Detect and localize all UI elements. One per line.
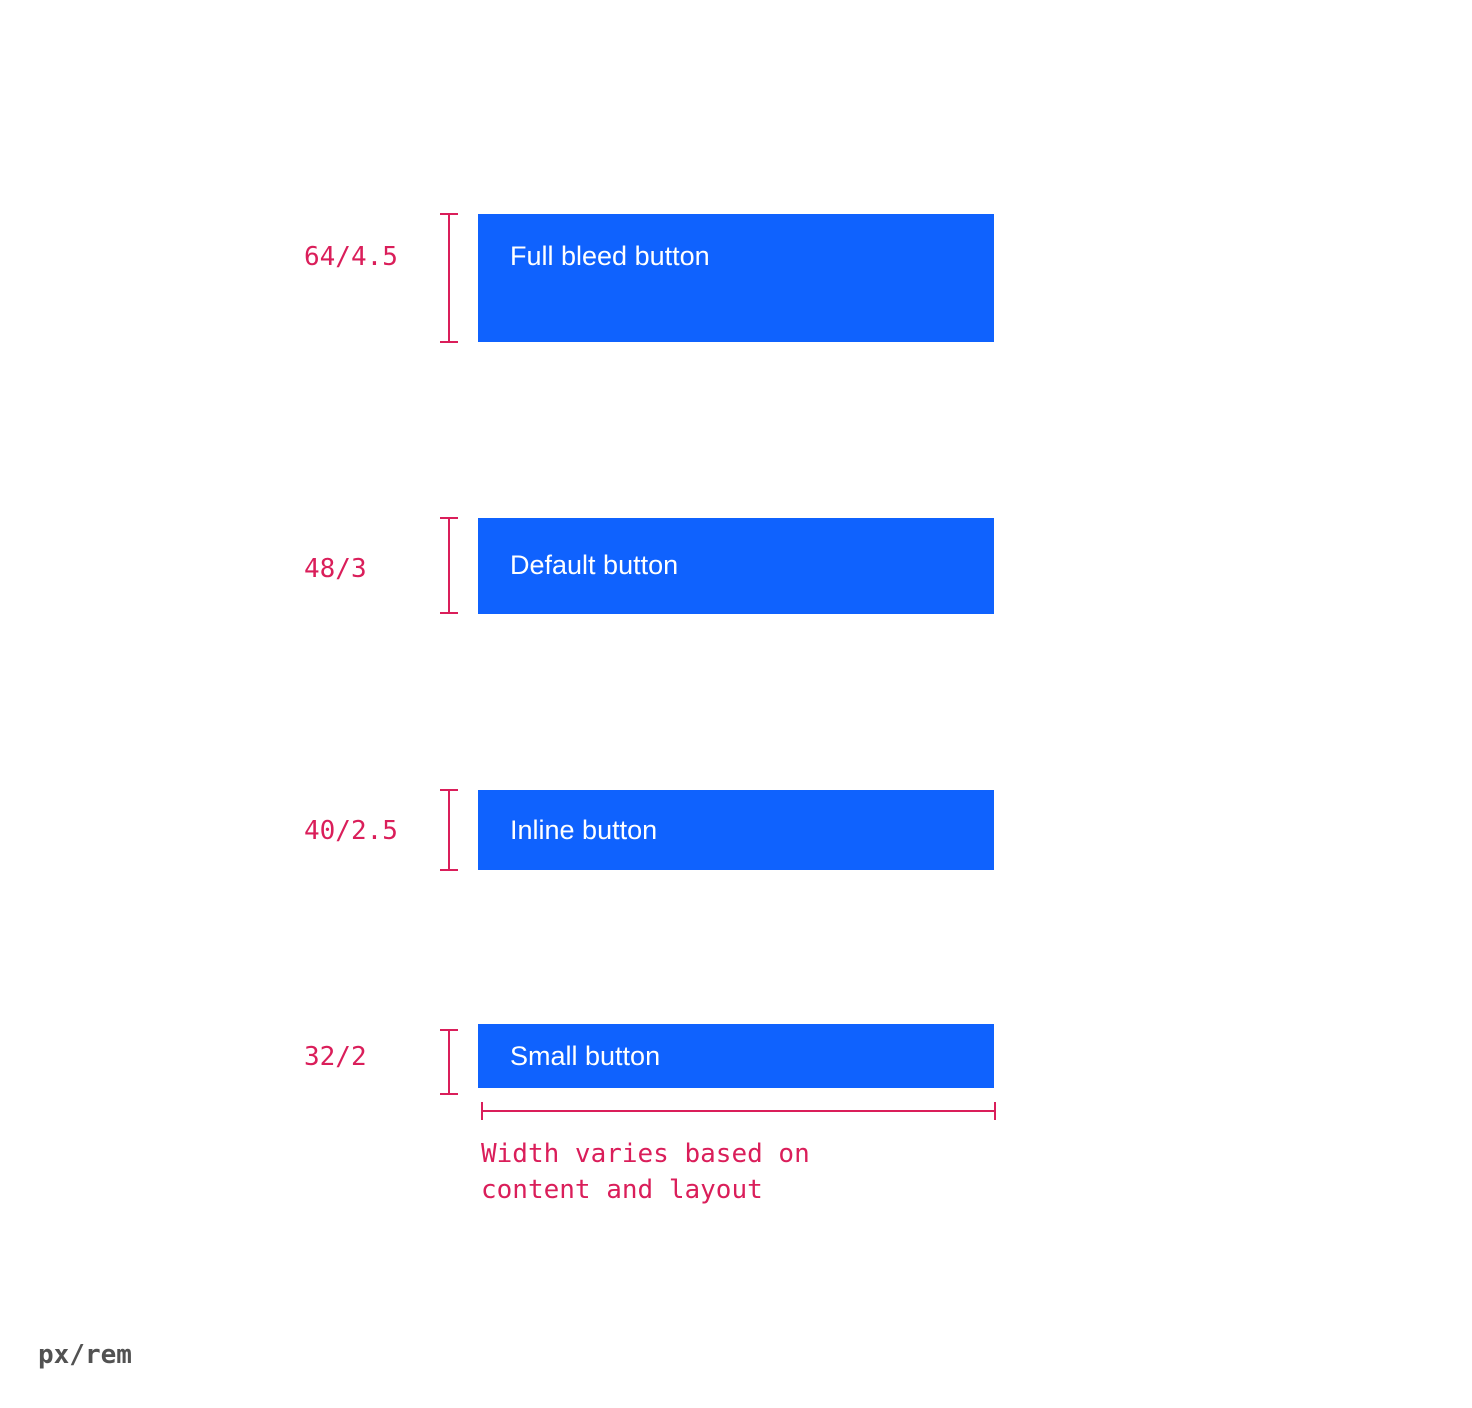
size-label-inline: 40/2.5	[304, 816, 398, 846]
width-note-line1: Width varies based on	[481, 1139, 810, 1169]
height-bracket-full-bleed	[440, 213, 458, 343]
bracket-line	[481, 1110, 996, 1112]
width-bracket	[481, 1102, 996, 1120]
bracket-stem	[448, 517, 450, 614]
bracket-cap-right	[994, 1102, 996, 1120]
default-button[interactable]: Default button	[478, 518, 994, 614]
bracket-cap-bottom	[440, 341, 458, 343]
width-note: Width varies based on content and layout	[481, 1136, 810, 1208]
bracket-cap-bottom	[440, 1093, 458, 1095]
height-bracket-small	[440, 1029, 458, 1095]
bracket-cap-bottom	[440, 869, 458, 871]
size-label-small: 32/2	[304, 1042, 367, 1072]
bracket-stem	[448, 789, 450, 871]
width-note-line2: content and layout	[481, 1175, 763, 1205]
small-button[interactable]: Small button	[478, 1024, 994, 1088]
units-label: px/rem	[38, 1340, 132, 1370]
height-bracket-default	[440, 517, 458, 614]
bracket-stem	[448, 213, 450, 343]
bracket-cap-bottom	[440, 612, 458, 614]
height-bracket-inline	[440, 789, 458, 871]
bracket-stem	[448, 1029, 450, 1095]
size-label-full-bleed: 64/4.5	[304, 242, 398, 272]
size-label-default: 48/3	[304, 554, 367, 584]
inline-button[interactable]: Inline button	[478, 790, 994, 870]
full-bleed-button[interactable]: Full bleed button	[478, 214, 994, 342]
